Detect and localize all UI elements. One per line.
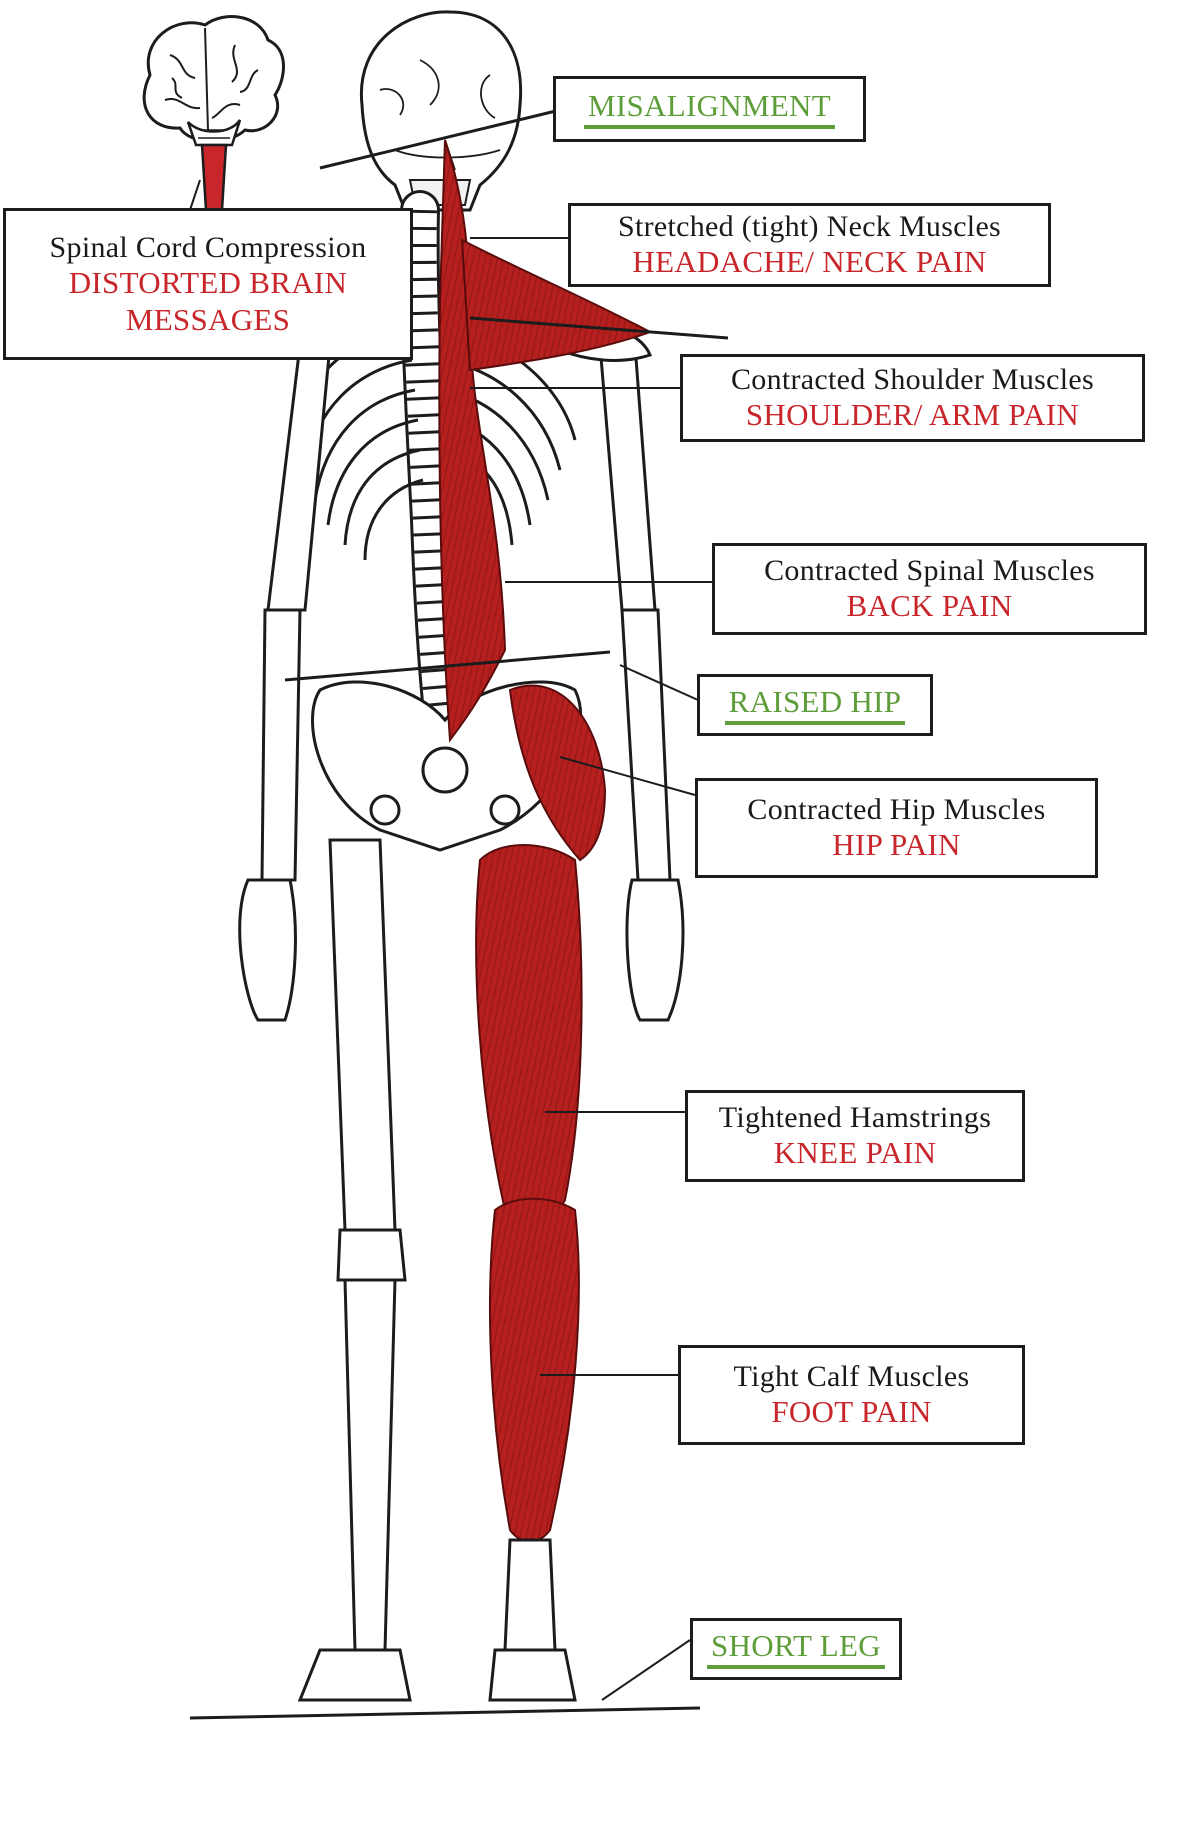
misalignment-label: MISALIGNMENT [584,89,835,129]
label-hamstrings: Tightened Hamstrings KNEE PAIN [685,1090,1025,1182]
spinal-cord-symptom-line1: DISTORTED BRAIN [68,265,348,301]
label-calf-muscles: Tight Calf Muscles FOOT PAIN [678,1345,1025,1445]
label-raised-hip: RAISED HIP [697,674,933,736]
spine [399,190,465,760]
neck-symptom: HEADACHE/ NECK PAIN [632,244,987,280]
hamstrings-symptom: KNEE PAIN [773,1135,937,1171]
label-shoulder-muscles: Contracted Shoulder Muscles SHOULDER/ AR… [680,354,1145,442]
raised-hip-label: RAISED HIP [724,685,906,725]
calf-symptom: FOOT PAIN [771,1394,932,1430]
label-hip-muscles: Contracted Hip Muscles HIP PAIN [695,778,1098,878]
callout-lines [470,237,712,1701]
hip-muscles-symptom: HIP PAIN [832,827,961,863]
spinal-cord-symptom-line2: MESSAGES [125,301,291,337]
neck-title: Stretched (tight) Neck Muscles [617,210,1002,244]
alignment-lines [189,108,729,1720]
label-misalignment: MISALIGNMENT [553,76,866,142]
label-neck-muscles: Stretched (tight) Neck Muscles HEADACHE/… [568,203,1051,287]
label-spinal-muscles: Contracted Spinal Muscles BACK PAIN [712,543,1147,635]
pelvis [311,680,583,852]
right-foot [488,1538,577,1702]
muscle-groups [438,139,653,1543]
shoulder-title: Contracted Shoulder Muscles [730,363,1095,397]
spinal-muscles-title: Contracted Spinal Muscles [764,554,1095,588]
calf-title: Tight Calf Muscles [733,1360,970,1394]
spinal-cord-title: Spinal Cord Compression [49,230,367,264]
hip-muscles-title: Contracted Hip Muscles [747,793,1046,827]
label-short-leg: SHORT LEG [690,1618,902,1680]
ribcage [293,328,577,561]
legs [297,838,412,1702]
spinal-muscles-symptom: BACK PAIN [846,588,1013,624]
hamstrings-title: Tightened Hamstrings [718,1101,992,1135]
label-spinal-cord-compression: Spinal Cord Compression DISTORTED BRAIN … [3,208,413,360]
shoulder-symptom: SHOULDER/ ARM PAIN [745,397,1080,433]
brain-icon [142,15,285,212]
skull-icon [359,10,523,212]
short-leg-label: SHORT LEG [707,1629,885,1669]
